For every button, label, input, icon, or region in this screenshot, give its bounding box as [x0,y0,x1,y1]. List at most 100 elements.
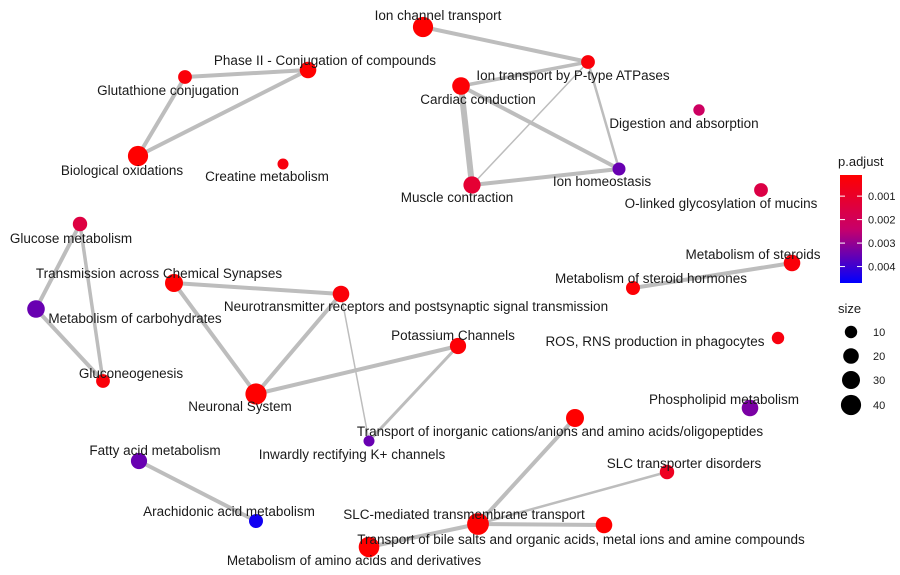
p-adjust-tick-label: 0.003 [868,238,896,250]
size-legend-label: 40 [873,400,885,412]
node-label-muscle: Muscle contraction [401,190,514,205]
node-label-transmission: Transmission across Chemical Synapses [36,266,283,281]
node-label-neurotrans: Neurotransmitter receptors and postsynap… [224,299,608,314]
node-label-bio_ox: Biological oxidations [61,163,184,178]
node-label-potassium: Potassium Channels [391,328,515,343]
node-bile[interactable] [595,516,613,534]
node-label-phospho: Phospholipid metabolism [649,392,799,407]
node-oglyco[interactable] [754,183,768,197]
node-label-bile: Transport of bile salts and organic acid… [357,532,805,547]
node-label-glucose: Glucose metabolism [10,231,132,246]
node-label-creatine: Creatine metabolism [205,169,329,184]
edge-slc_med-slc_dis [476,470,669,526]
network-edges [34,25,794,549]
node-gluconeo[interactable] [96,374,110,388]
node-bio_ox[interactable] [127,145,149,167]
edge-phase2-bio_ox [136,68,310,158]
edge-carbs-gluconeo [34,307,105,383]
node-label-oglyco: O-linked glycosylation of mucins [625,196,818,211]
edge-slc_med-amino [367,522,480,549]
node-glutathione[interactable] [178,70,192,84]
node-label-ros: ROS, RNS production in phagocytes [545,334,764,349]
node-label-inward: Inwardly rectifying K+ channels [259,447,446,462]
node-ion_channel[interactable] [412,16,434,38]
node-steroids[interactable] [783,254,801,272]
edge-neurotrans-inward [340,293,370,442]
edge-potassium-inward [367,344,460,443]
node-digestion[interactable] [693,104,705,116]
node-label-glutathione: Glutathione conjugation [97,83,239,98]
node-arachidonic[interactable] [249,514,263,528]
node-neurotrans[interactable] [332,285,350,303]
edge-neuronal-potassium [254,344,460,396]
node-label-ion_homeo: Ion homeostasis [553,174,652,189]
edge-cardiac-ptype [459,60,590,88]
size-legend-dot [843,348,859,364]
node-label-neuronal: Neuronal System [188,399,292,414]
node-label-slc_dis: SLC transporter disorders [607,456,762,471]
node-label-arachidonic: Arachidonic acid metabolism [143,504,315,519]
edge-fatty-arachidonic [137,459,258,523]
node-neuronal[interactable] [245,383,267,405]
node-transmission[interactable] [165,274,183,292]
node-slc_dis[interactable] [659,464,675,480]
node-amino[interactable] [358,536,380,558]
edge-slc_med-bile [476,522,606,527]
size-legend-dot [844,325,858,339]
node-phospho[interactable] [741,399,759,417]
node-label-gluconeo: Gluconeogenesis [79,366,184,381]
edge-inorg-slc_med [476,416,577,526]
edge-transmission-neurotrans [172,281,343,296]
p-adjust-legend: p.adjust 0.001 0.002 0.003 0.004 [838,154,896,283]
node-inward[interactable] [363,435,375,447]
node-cardiac[interactable] [452,77,470,95]
size-legend-label: 20 [873,351,885,363]
edge-muscle-ion_homeo [470,167,621,187]
node-creatine[interactable] [277,158,289,170]
p-adjust-colorbar [840,175,862,283]
node-steroid_horm[interactable] [626,281,640,295]
node-label-steroid_horm: Metabolism of steroid hormones [555,271,747,286]
edge-phase2-glutathione [183,68,310,79]
size-legend-dot [840,394,862,416]
edge-ion_channel-ptype [421,25,590,64]
node-phase2[interactable] [299,61,317,79]
node-label-ptype: Ion transport by P-type ATPases [476,68,670,83]
edge-glucose-gluconeo [78,222,105,383]
node-ptype[interactable] [581,55,595,69]
node-label-inorg: Transport of inorganic cations/anions an… [357,424,763,439]
node-ion_homeo[interactable] [612,162,626,176]
node-glucose[interactable] [72,216,88,232]
p-adjust-ticks: 0.001 0.002 0.003 0.004 [840,191,896,274]
size-legend-dot [842,371,860,389]
node-label-phase2: Phase II - Conjugation of compounds [214,53,436,68]
node-slc_med[interactable] [467,513,489,535]
p-adjust-tick-label: 0.004 [868,262,896,274]
p-adjust-tick-label: 0.002 [868,215,896,227]
edge-steroids-steroid_horm [631,261,794,290]
node-potassium[interactable] [449,337,467,355]
edge-ptype-muscle [471,61,589,186]
node-label-digestion: Digestion and absorption [609,116,758,131]
edge-glutathione-bio_ox [136,75,187,158]
p-adjust-tick-label: 0.001 [868,191,896,203]
node-label-slc_med: SLC-mediated transmembrane transport [343,507,585,522]
node-muscle[interactable] [463,176,481,194]
node-label-fatty: Fatty acid metabolism [89,443,220,458]
node-label-cardiac: Cardiac conduction [420,92,536,107]
node-carbs[interactable] [27,300,45,318]
node-fatty[interactable] [130,452,148,470]
node-label-ion_channel: Ion channel transport [375,8,502,23]
edge-neurotrans-neuronal [254,292,343,396]
node-label-carbs: Metabolism of carbohydrates [48,311,222,326]
network-nodes [27,16,801,558]
node-ros[interactable] [771,331,785,345]
node-inorg[interactable] [566,409,584,427]
edge-glucose-carbs [34,222,82,311]
p-adjust-legend-title: p.adjust [838,154,884,169]
size-legend-title: size [838,301,861,316]
